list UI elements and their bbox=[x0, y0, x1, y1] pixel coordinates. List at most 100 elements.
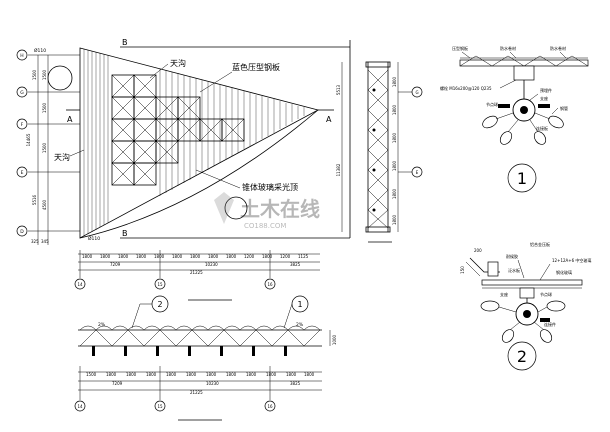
grid-d: D bbox=[20, 229, 24, 235]
detail-1: 压型钢板 防水卷材 防水卷材 螺栓 M16x200@120 Q235 预埋件 支… bbox=[440, 45, 589, 193]
d1-label-2: 防水卷材 bbox=[550, 45, 566, 51]
d2-label-2: 钢化玻璃 bbox=[556, 269, 572, 275]
sec-btotal: 21225 bbox=[190, 390, 203, 395]
triangle-roof bbox=[79, 47, 320, 239]
plan-bdim2-1: 10230 bbox=[205, 262, 218, 267]
sec-bdim-2: 1800 bbox=[126, 372, 137, 377]
roof-plan: H G F E D 1500 1500 1500 1500 4500 5516 … bbox=[16, 38, 351, 301]
plan-btotal: 21225 bbox=[190, 270, 203, 275]
section-ref-1: 1 bbox=[297, 300, 302, 309]
section-height: 1000 bbox=[332, 334, 337, 345]
sec-grid-15: 15 bbox=[157, 404, 163, 409]
plan-bdim-5: 1800 bbox=[172, 254, 183, 259]
plan-right-dimensions: 5513 11382 bbox=[336, 62, 343, 232]
sec-bdim-8: 1800 bbox=[246, 372, 257, 377]
section-b-top: B bbox=[122, 38, 128, 47]
grid-h: H bbox=[20, 53, 23, 59]
sec-bdim-6: 1800 bbox=[206, 372, 217, 377]
elev-dim-0: 1800 bbox=[392, 76, 397, 87]
label-glass-roof: 锥体玻璃采光顶 bbox=[242, 182, 298, 192]
sec-bdim-10: 1800 bbox=[286, 372, 297, 377]
gutter-arc bbox=[79, 109, 319, 239]
plan-bdim-4: 1800 bbox=[154, 254, 165, 259]
label-gutter-left: 天沟 bbox=[54, 152, 70, 162]
plan-bdim-2: 1800 bbox=[118, 254, 129, 259]
plan-bdim2-0: 7209 bbox=[110, 262, 121, 267]
side-truss: 1800 1800 1800 1800 1800 1800 G E bbox=[365, 61, 423, 243]
d2-label-4: 支座 bbox=[500, 291, 508, 297]
steel-panel-hatch bbox=[83, 49, 305, 236]
section-slope-left: 2% bbox=[98, 322, 106, 328]
detail-1-bubble bbox=[507, 163, 537, 193]
drain-circle-bottom bbox=[224, 196, 248, 220]
elev-dim-3: 1800 bbox=[392, 160, 397, 171]
roof-section: 2% 2% 2 1 1000 1500 1800 1800 1800 1800 … bbox=[74, 295, 337, 421]
grid-rows: H G F E D bbox=[16, 49, 80, 237]
sec-bdim2-1: 10230 bbox=[206, 381, 219, 386]
dim-left-3: 1500 bbox=[42, 142, 47, 153]
elev-dim-1: 1800 bbox=[392, 104, 397, 115]
dim-left-1: 1500 bbox=[42, 69, 47, 80]
radius-bottom: Ø110 bbox=[88, 235, 100, 242]
sec-bdim-0: 1500 bbox=[86, 372, 97, 377]
plan-bdim-10: 1800 bbox=[262, 254, 273, 259]
section-a-right: A bbox=[326, 115, 332, 124]
d2-dim-1: 200 bbox=[474, 248, 482, 253]
plan-bdim-7: 1800 bbox=[208, 254, 219, 259]
d1-label-4: 支座 bbox=[540, 95, 548, 101]
plan-bdim-12: 1125 bbox=[298, 254, 309, 259]
watermark-sub: CO188.COM bbox=[244, 222, 286, 230]
plan-bottom-dimensions: 1800 1800 1800 1800 1800 1800 1800 1800 … bbox=[74, 250, 320, 290]
d1-label-6: 节点球 bbox=[486, 101, 498, 107]
plan-bdim2-2: 3825 bbox=[290, 262, 301, 267]
watermark-text: 土木在线 bbox=[240, 197, 320, 221]
dim-right-0: 5513 bbox=[336, 84, 341, 95]
watermark: 土木在线 CO188.COM bbox=[214, 192, 320, 230]
d2-tubes bbox=[480, 300, 566, 343]
plan-bdim-9: 1200 bbox=[244, 254, 255, 259]
plan-grid-16: 16 bbox=[267, 282, 273, 287]
elev-dim-4: 1800 bbox=[392, 188, 397, 199]
plan-bdim-6: 1800 bbox=[190, 254, 201, 259]
d2-label-1: 铝合金压板 bbox=[530, 241, 550, 247]
label-steel-panel: 蓝色压型钢板 bbox=[232, 62, 280, 72]
plan-grid-15: 15 bbox=[157, 282, 163, 287]
sec-bdim-1: 1800 bbox=[106, 372, 117, 377]
sec-bdim2-0: 7209 bbox=[112, 381, 123, 386]
roof-outline bbox=[79, 47, 320, 239]
d1-note: 螺栓 M16x200@120 Q235 bbox=[440, 85, 492, 91]
sec-grid-16: 16 bbox=[267, 404, 273, 409]
plan-grid-14: 14 bbox=[77, 282, 83, 287]
sec-bdim-5: 1800 bbox=[186, 372, 197, 377]
sec-bdim-4: 1800 bbox=[166, 372, 177, 377]
section-b-bottom: B bbox=[122, 229, 128, 238]
left-dimensions: 1500 1500 1500 1500 4500 5516 325 345 14… bbox=[26, 55, 49, 245]
grid-g: G bbox=[20, 90, 24, 96]
plan-bdim-8: 1800 bbox=[226, 254, 237, 259]
dim-left-5: 5516 bbox=[32, 194, 37, 205]
sec-bdim-11: 1800 bbox=[304, 372, 315, 377]
d2-label-6: 连接件 bbox=[544, 321, 556, 327]
dim-left-7: 345 bbox=[41, 239, 49, 244]
sec-bdim-3: 1800 bbox=[146, 372, 157, 377]
detail-2-number: 2 bbox=[517, 347, 527, 366]
section-a-left: A bbox=[67, 115, 73, 124]
plan-bdim-0: 1800 bbox=[82, 254, 93, 259]
section-slope-right: 2% bbox=[296, 322, 304, 328]
skylight-grid bbox=[111, 74, 245, 186]
d2-note: 12+12A+6 中空玻璃 bbox=[552, 257, 591, 263]
grid-e: E bbox=[21, 170, 24, 176]
sec-grid-14: 14 bbox=[77, 404, 83, 409]
dim-left-2: 1500 bbox=[42, 102, 47, 113]
d2-label-3: 泛水板 bbox=[508, 267, 520, 273]
dim-left-0: 1500 bbox=[32, 69, 37, 80]
dim-left-4: 4500 bbox=[42, 199, 47, 210]
dim-right-1: 11382 bbox=[336, 163, 341, 176]
d1-tubes bbox=[482, 104, 564, 145]
radius-top: Ø110 bbox=[34, 47, 46, 54]
sec-bdim-9: 1800 bbox=[266, 372, 277, 377]
d2-label-0: 耐候胶 bbox=[506, 253, 518, 259]
d1-label-3: 预埋件 bbox=[540, 87, 552, 93]
plan-bdim-1: 1800 bbox=[100, 254, 111, 259]
